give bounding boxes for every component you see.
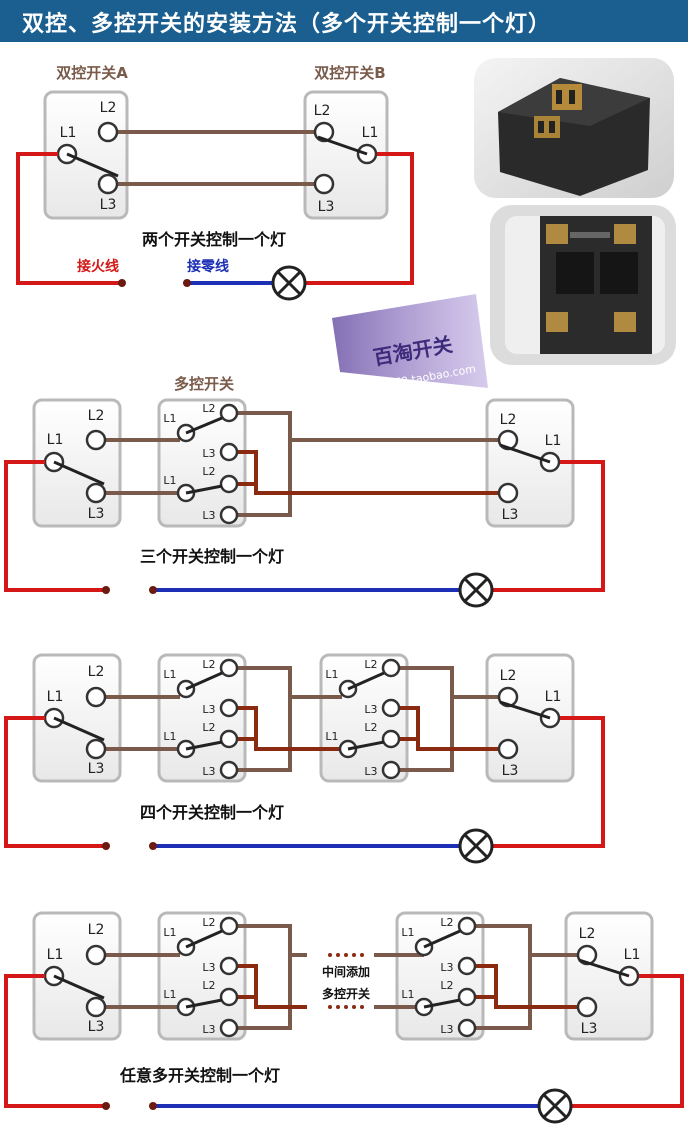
neutral-wire-end [183, 279, 191, 287]
switch-a-l3-label: L3 [100, 197, 117, 213]
section3-caption: 四个开关控制一个灯 [140, 803, 284, 822]
neutral-wire-label: 接零线 [187, 258, 229, 275]
live-wire-label: 接火线 [77, 258, 119, 275]
lamp-icon [537, 1088, 573, 1124]
s3-left-l3-label: L3 [88, 761, 105, 777]
dotted-connector [328, 953, 364, 1009]
switch-back-photo [474, 58, 674, 198]
s4-right-l3-label: L3 [581, 1021, 598, 1037]
s2-m-bot-l2: L2 [202, 465, 215, 478]
s4-m2-top-l2: L2 [440, 916, 453, 929]
s4-m2-bot-l1: L1 [401, 988, 414, 1001]
s4-m2-bot-l2: L2 [440, 979, 453, 992]
s2-m-top-l2: L2 [202, 402, 215, 415]
s3-m1-bot-l1: L1 [163, 730, 176, 743]
multi-switch-title: 多控开关 [174, 375, 234, 393]
section-three-switches: 多控开关 L1 L2 L3 L1 L2 L3 L1 L2 L3 [4, 375, 605, 608]
s4-right-l2-label: L2 [579, 926, 596, 942]
page-title: 双控、多控开关的安装方法（多个开关控制一个灯） [22, 12, 552, 37]
s2-left-l1-label: L1 [47, 432, 64, 448]
s2-left-l3-label: L3 [88, 506, 105, 522]
s3-m1-top-l3: L3 [202, 703, 215, 716]
s4-m2-top-l1: L1 [401, 926, 414, 939]
s4-m1-bot-l2: L2 [202, 979, 215, 992]
wiring-diagram-svg: 双控开关A 双控开关B L1 L2 L3 L1 L2 L3 [4, 58, 684, 1124]
s3-m2-top-l2: L2 [364, 658, 377, 671]
s2-left-l2-label: L2 [88, 408, 105, 424]
s4-m1-bot-l1: L1 [163, 988, 176, 1001]
wiring-diagram: 双控开关A 双控开关B L1 L2 L3 L1 L2 L3 [0, 42, 688, 1134]
switch-a-l2-label: L2 [100, 100, 117, 116]
s4-left-l2-label: L2 [88, 922, 105, 938]
section-any-switches: 中间添加 多控开关 L1 L2 L3 L1 L2 L3 L1 L2 L3 L [4, 911, 684, 1124]
section1-caption: 两个开关控制一个灯 [142, 230, 286, 249]
section-two-switches: 双控开关A 双控开关B L1 L2 L3 L1 L2 L3 [16, 64, 414, 301]
s3-m1-bot-l3: L3 [202, 765, 215, 778]
s4-m2-bot-l3: L3 [440, 1023, 453, 1036]
live-wire-left [16, 152, 120, 285]
s3-m2-top-l1: L1 [325, 668, 338, 681]
s4-m1-bot-l3: L3 [202, 1023, 215, 1036]
s4-left-l3-label: L3 [88, 1019, 105, 1035]
s3-left-l2-label: L2 [88, 664, 105, 680]
lamp-icon [458, 572, 494, 608]
watermark: 百淘开关 tao0378.taobao.com [332, 294, 488, 395]
s2-right-l2-label: L2 [500, 412, 517, 428]
switch-a-l2-terminal [97, 121, 119, 143]
multi-switch-photo [490, 205, 676, 365]
switch-b-l3-label: L3 [318, 199, 335, 215]
s2-right-l3-label: L3 [502, 507, 519, 523]
section4-caption: 任意多开关控制一个灯 [119, 1066, 280, 1085]
switch-b-l1-label: L1 [362, 125, 379, 141]
page-header: 双控、多控开关的安装方法（多个开关控制一个灯） [0, 0, 688, 42]
section2-caption: 三个开关控制一个灯 [140, 547, 284, 566]
switch-b-lever [317, 135, 368, 156]
middle-note-line2: 多控开关 [322, 986, 370, 1001]
live-wire-right [305, 152, 414, 285]
live-wire-end [118, 279, 126, 287]
lamp-icon [271, 265, 307, 301]
switch-b-l3-terminal [313, 173, 335, 195]
switch-a-l1-label: L1 [60, 125, 77, 141]
s4-m1-top-l1: L1 [163, 926, 176, 939]
s2-m-top-l1: L1 [163, 412, 176, 425]
s4-m2-top-l3: L3 [440, 961, 453, 974]
s3-m1-top-l1: L1 [163, 668, 176, 681]
middle-note-line1: 中间添加 [322, 964, 370, 979]
s2-m-top-l3: L3 [202, 447, 215, 460]
s3-m2-bot-l2: L2 [364, 721, 377, 734]
lamp-icon [458, 828, 494, 864]
s2-m-bot-l1: L1 [163, 474, 176, 487]
s4-m1-top-l3: L3 [202, 961, 215, 974]
s3-m2-bot-l3: L3 [364, 765, 377, 778]
s3-m2-top-l3: L3 [364, 703, 377, 716]
s3-right-l3-label: L3 [502, 763, 519, 779]
switch-a-l3-terminal [97, 173, 119, 195]
switch-b-title: 双控开关B [314, 64, 385, 82]
s4-left-l1-label: L1 [47, 947, 64, 963]
s4-m1-top-l2: L2 [202, 916, 215, 929]
s2-m-bot-l3: L3 [202, 509, 215, 522]
s3-left-l1-label: L1 [47, 689, 64, 705]
s2-right-l1-label: L1 [545, 433, 562, 449]
s3-m1-top-l2: L2 [202, 658, 215, 671]
s4-right-l1-label: L1 [624, 947, 641, 963]
s3-right-l2-label: L2 [500, 668, 517, 684]
section-four-switches: L1 L2 L3 L1 L2 L3 L1 L2 L3 L1 L2 L3 L1 L… [4, 653, 605, 864]
s3-right-l1-label: L1 [545, 689, 562, 705]
switch-b-l2-label: L2 [314, 103, 331, 119]
s3-m2-bot-l1: L1 [325, 730, 338, 743]
switch-a-lever [66, 152, 119, 178]
s3-m1-bot-l2: L2 [202, 721, 215, 734]
switch-a-title: 双控开关A [56, 64, 128, 82]
